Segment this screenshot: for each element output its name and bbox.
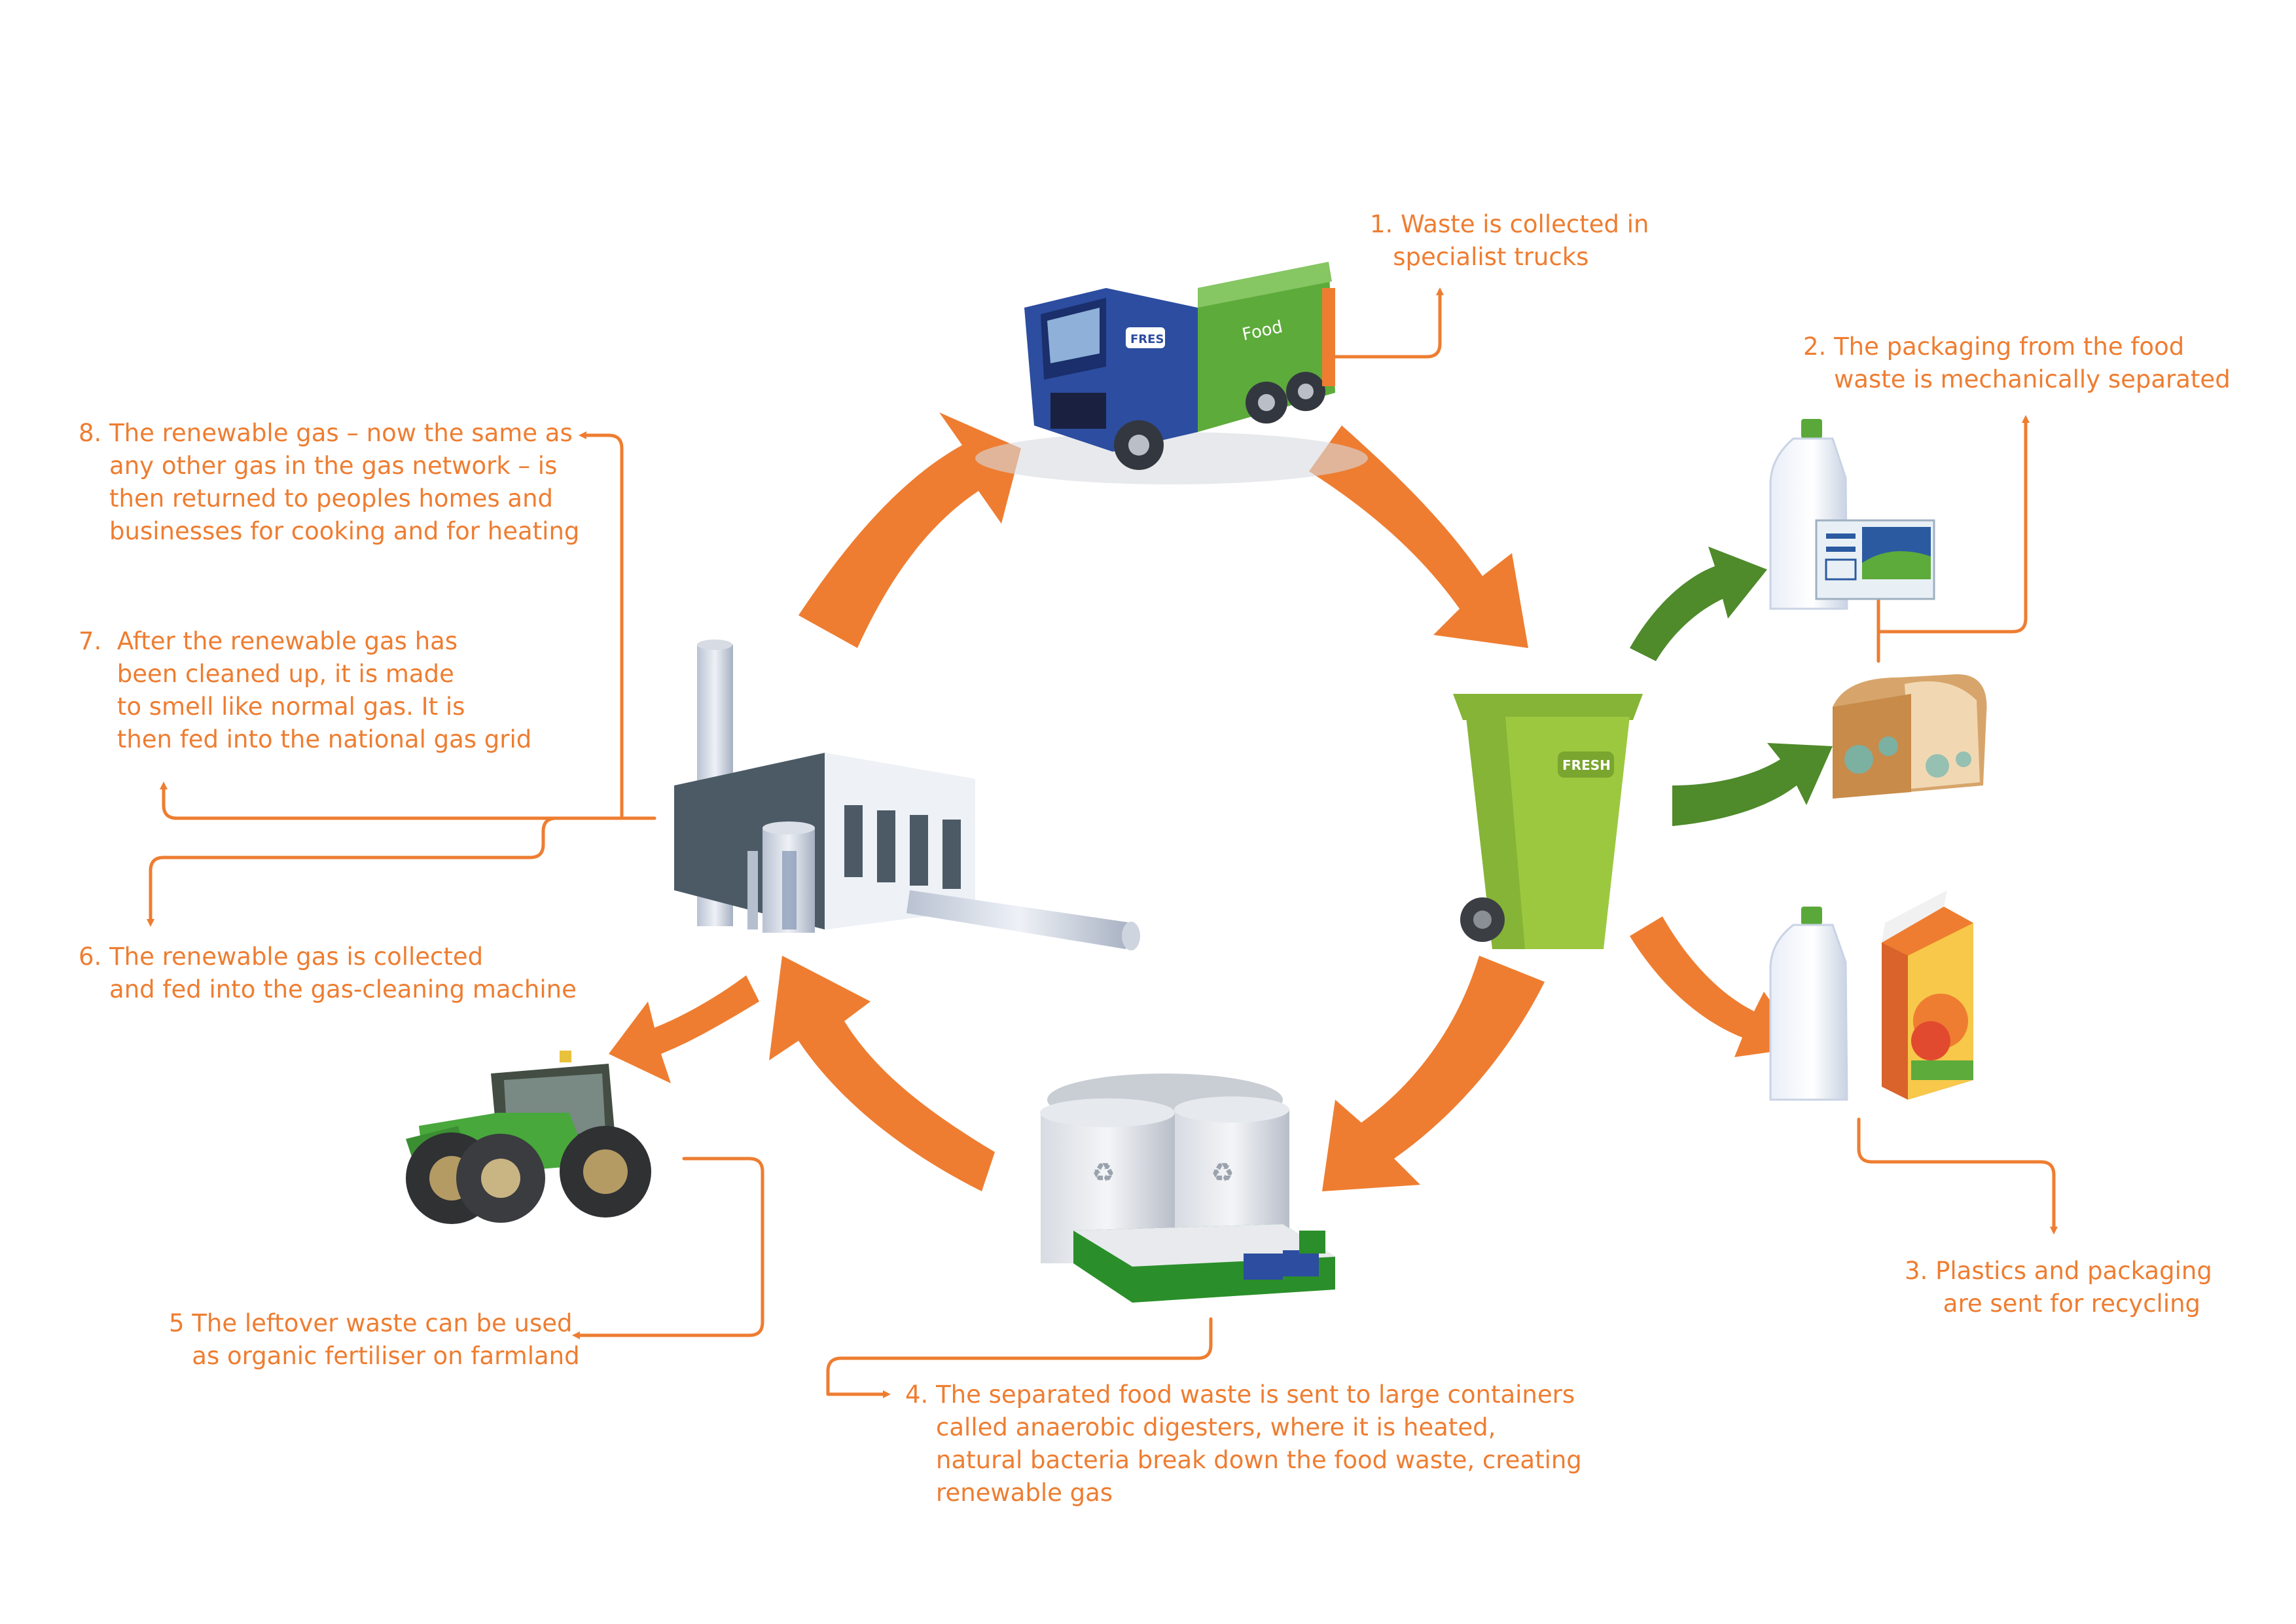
step-4-label: 4. The separated food waste is sent to l… xyxy=(905,1380,1582,1507)
truck-icon: Food FRESH xyxy=(975,262,1368,484)
connector-step-2 xyxy=(1876,415,2030,634)
bread-icon xyxy=(1833,674,1987,799)
cycle-arrow-plant-to-truck xyxy=(798,412,1021,648)
connector-step-7 xyxy=(160,782,656,820)
recycled-milk-bottle-icon xyxy=(1769,907,1848,1101)
digester-icon: ♻ ♻ xyxy=(1040,1074,1335,1303)
truck-logo-text: FRESH xyxy=(1130,333,1174,346)
connector-step-3 xyxy=(1857,1117,2058,1235)
step-6-label: 6. The renewable gas is collected and fe… xyxy=(79,943,577,1003)
step-7-label: 7. After the renewable gas has been clea… xyxy=(79,627,532,753)
recycle-arrow-bin-to-bread xyxy=(1672,743,1833,826)
step-1-label: 1. Waste is collected in specialist truc… xyxy=(1370,210,1649,271)
cycle-arrow-bin-to-digester xyxy=(1322,956,1545,1191)
connector-step-1 xyxy=(1333,287,1444,359)
bin-logo-text: FRESH xyxy=(1562,757,1611,773)
step-8-label: 8. The renewable gas – now the same as a… xyxy=(79,419,580,545)
cycle-arrow-digester-to-plant xyxy=(769,956,995,1191)
step-3-label: 3. Plastics and packaging are sent for r… xyxy=(1905,1257,2212,1318)
cycle-arrow-plant-to-tractor xyxy=(609,975,759,1083)
recycle-symbol-icon: ♻ xyxy=(1092,1158,1115,1188)
bin-icon: FRESH xyxy=(1453,694,1643,949)
connector-step-6 xyxy=(147,816,656,927)
recycle-symbol-icon: ♻ xyxy=(1211,1158,1234,1188)
juice-carton-icon xyxy=(1882,890,1973,1100)
connector-step-5 xyxy=(572,1157,764,1339)
packaging-icon xyxy=(1815,519,1935,600)
step-5-label: 5 The leftover waste can be used as orga… xyxy=(169,1309,580,1370)
cycle-arrow-truck-to-bin xyxy=(1309,425,1528,648)
tractor-icon xyxy=(406,1051,651,1224)
gas-plant-icon xyxy=(674,640,1140,950)
recycle-arrow-bin-to-packaging xyxy=(1630,547,1767,661)
cycle-arrow-bin-to-recycling xyxy=(1630,916,1803,1057)
connector-step-8 xyxy=(579,431,624,820)
step-2-label: 2. The packaging from the food waste is … xyxy=(1803,333,2231,393)
connector-step-4 xyxy=(826,1317,1213,1398)
